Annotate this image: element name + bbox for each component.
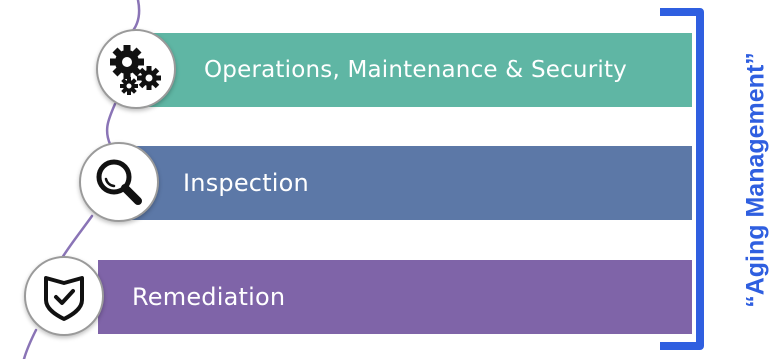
aging-management-label: “Aging Management” — [741, 52, 770, 308]
step-label-remediation: Remediation — [132, 283, 286, 311]
step-badge-remediation — [24, 256, 104, 336]
bracket — [660, 8, 704, 350]
step-badge-inspection — [79, 142, 159, 222]
step-badge-operations — [96, 29, 176, 109]
gears-icon — [110, 45, 161, 95]
step-bar-operations: Operations, Maintenance & Security — [140, 33, 692, 107]
step-bar-inspection: Inspection — [125, 146, 692, 220]
step-label-inspection: Inspection — [183, 169, 309, 197]
shield-check-icon — [44, 276, 84, 321]
magnifier-icon — [96, 159, 142, 205]
step-bar-remediation: Remediation — [98, 260, 692, 334]
step-label-operations: Operations, Maintenance & Security — [204, 57, 627, 83]
